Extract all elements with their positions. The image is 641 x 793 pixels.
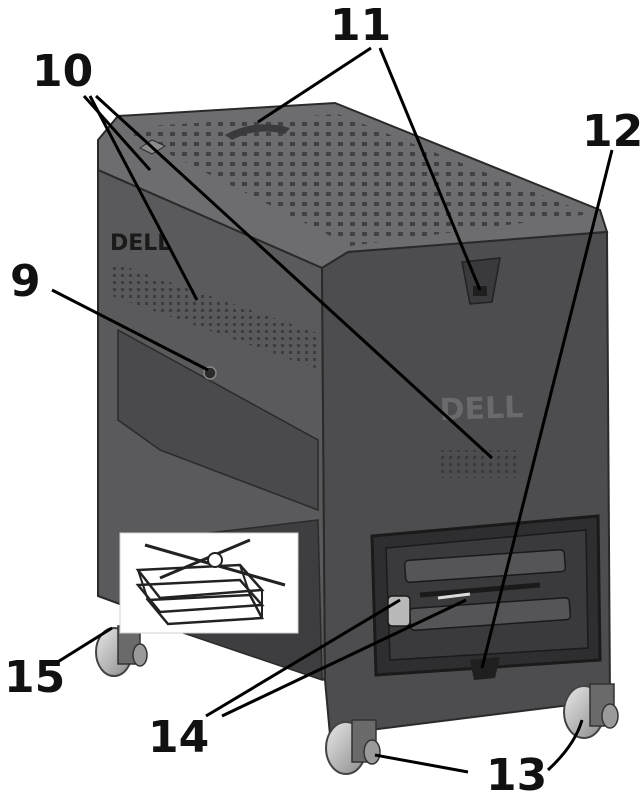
leader-lines xyxy=(51,46,614,774)
leader-14a xyxy=(205,598,401,718)
callout-15: 15 xyxy=(4,652,65,703)
leader-11b xyxy=(378,47,482,291)
callout-12: 12 xyxy=(582,106,641,157)
callout-11: 11 xyxy=(330,0,391,51)
callout-9: 9 xyxy=(10,256,41,307)
caster-back-left xyxy=(95,625,148,677)
leader-13a xyxy=(374,753,469,774)
caster-front-right xyxy=(563,683,619,739)
leader-15 xyxy=(55,626,113,665)
leader-12 xyxy=(480,149,614,669)
compartment-latch[interactable] xyxy=(470,657,500,680)
callout-10: 10 xyxy=(32,46,93,97)
top-handle xyxy=(225,124,290,140)
callout-14: 14 xyxy=(148,712,209,763)
callout-labels: 9 10 11 12 13 14 15 xyxy=(4,0,641,793)
leader-14b xyxy=(221,598,467,718)
leader-13b xyxy=(546,719,584,772)
front-vent xyxy=(440,450,520,478)
caster-front-left xyxy=(325,719,381,775)
accessory-inset xyxy=(119,532,299,634)
leader-9 xyxy=(51,288,209,372)
leader-11a xyxy=(257,46,372,124)
leader-10c xyxy=(94,94,494,460)
callout-13: 13 xyxy=(486,750,547,793)
cart-top xyxy=(97,101,609,270)
cart-front-panel: DELL xyxy=(320,230,612,737)
leader-10b xyxy=(88,95,199,301)
side-dell-logo: DELL xyxy=(110,231,171,256)
